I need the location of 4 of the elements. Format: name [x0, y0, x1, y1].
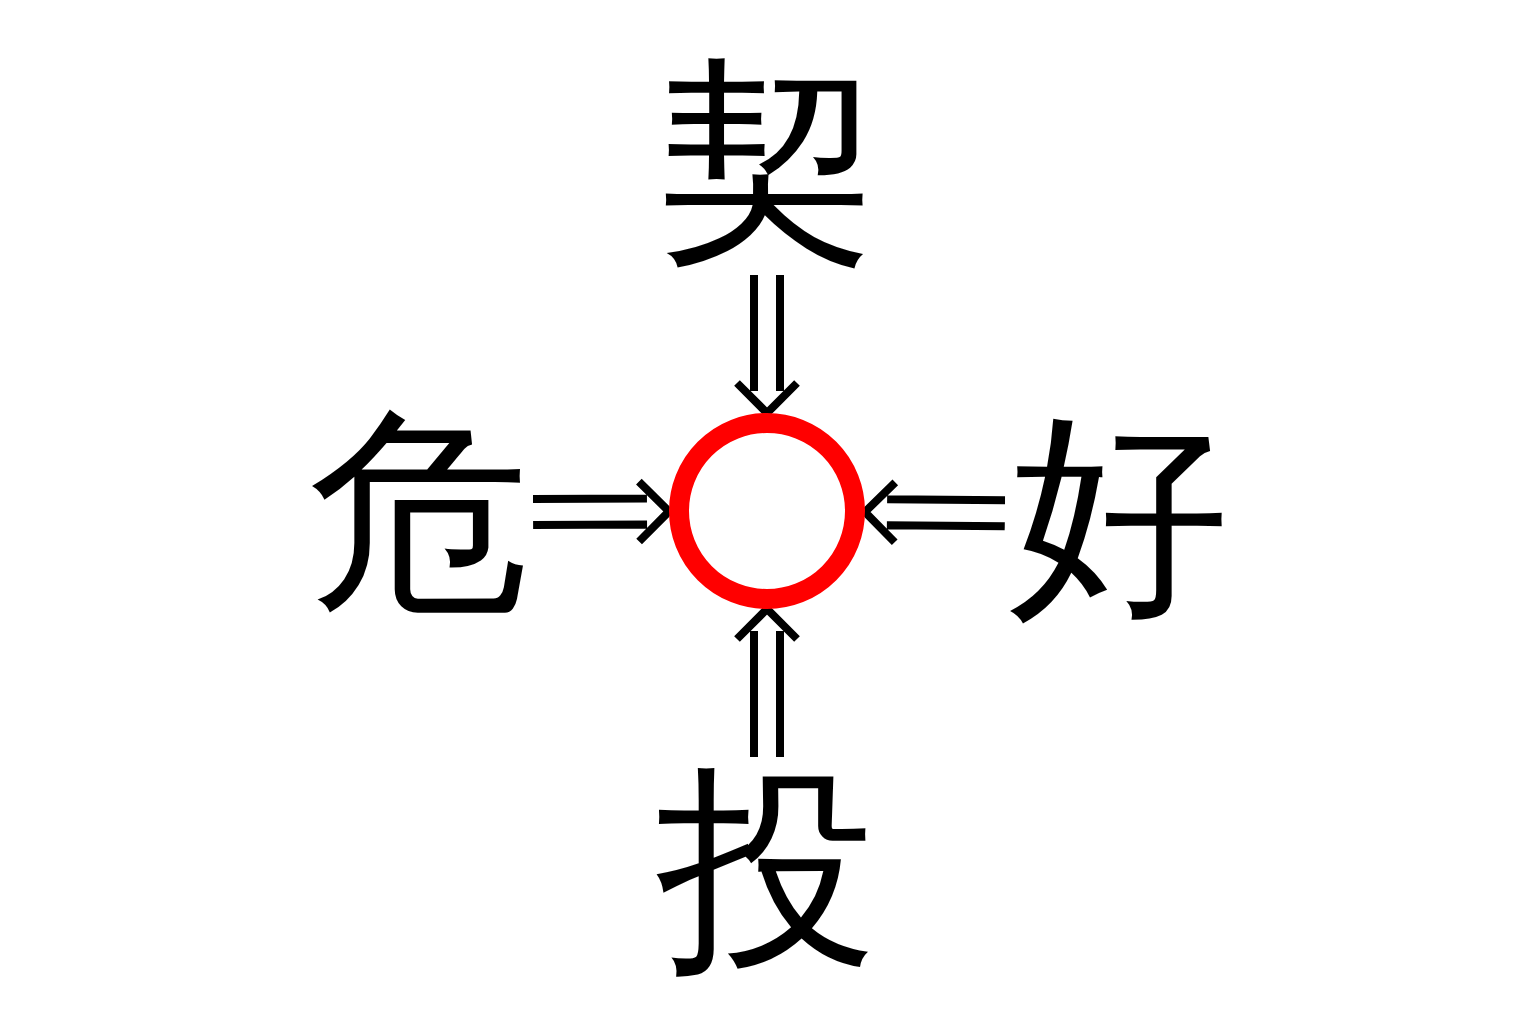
- chinese-character: 契: [657, 52, 877, 273]
- chinese-character: 好: [1009, 404, 1229, 625]
- chinese-character: 危: [309, 402, 529, 623]
- chinese-character: 投: [657, 759, 877, 980]
